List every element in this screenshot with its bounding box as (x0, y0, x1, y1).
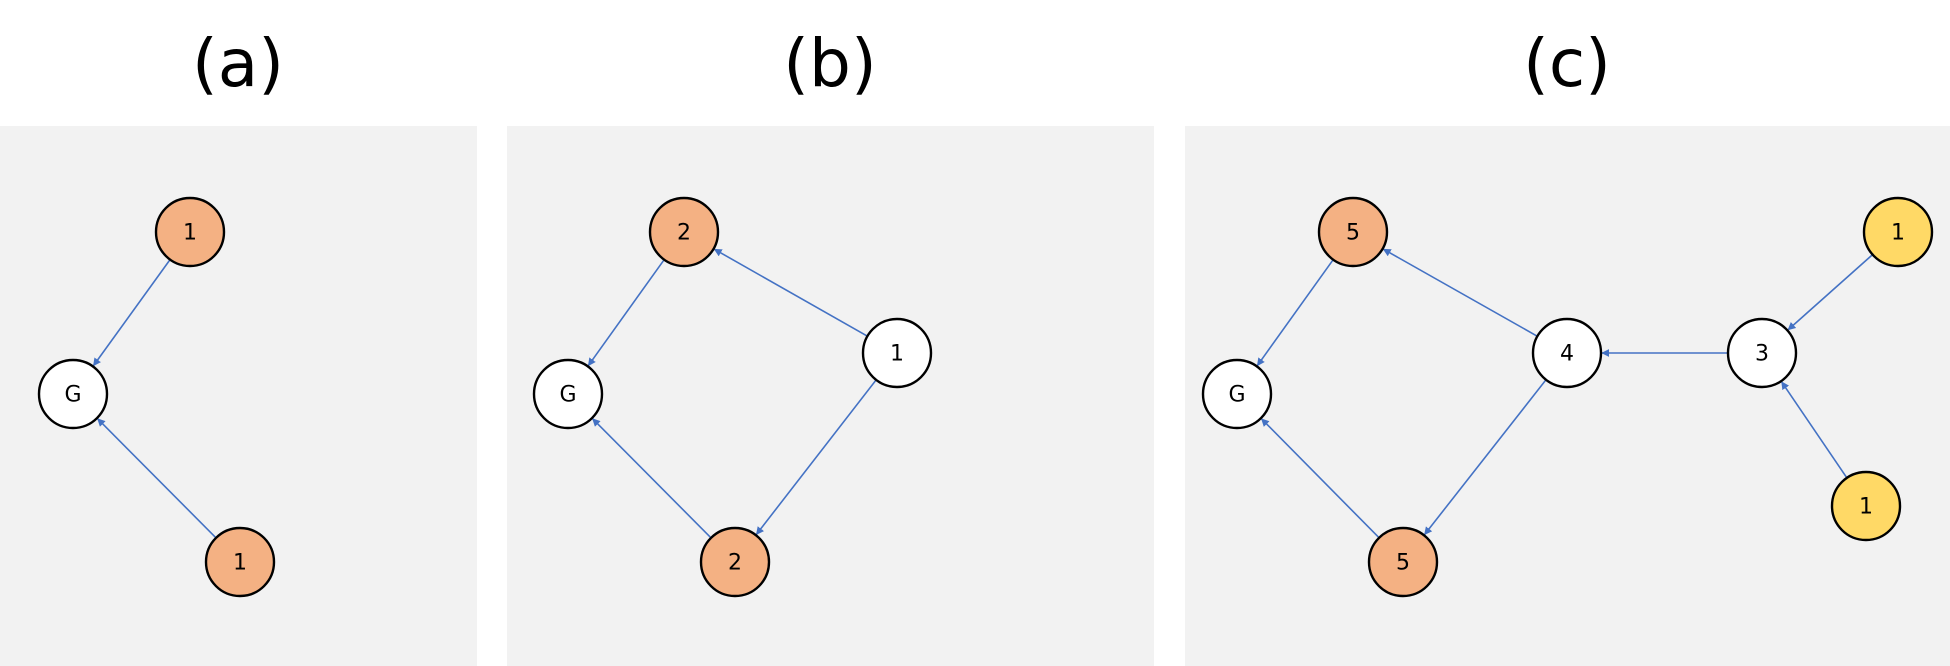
node-b_right: 1 (861, 317, 933, 389)
node-circle (1862, 196, 1934, 268)
edge-c_four-to-c_bottom (1423, 380, 1547, 536)
edge-b_right-to-b_top (713, 248, 867, 337)
node-c_g: G (1201, 358, 1273, 430)
node-c_y_bottom: 1 (1830, 470, 1902, 542)
edge-c_top-to-c_g (1256, 259, 1334, 367)
node-circle (154, 196, 226, 268)
node-b_top: 2 (648, 196, 720, 268)
node-label: 1 (183, 221, 197, 246)
node-circle (204, 526, 276, 598)
node-label: 5 (1346, 221, 1360, 246)
node-circle (37, 358, 109, 430)
panel-c-title: (c) (1523, 25, 1611, 102)
panel-b-background (507, 126, 1154, 666)
node-c_top: 5 (1317, 196, 1389, 268)
node-label: 1 (1859, 495, 1873, 520)
node-label: 3 (1755, 342, 1769, 367)
node-a_top: 1 (154, 196, 226, 268)
node-label: G (1228, 383, 1245, 408)
edge-c_y_bottom-to-c_three (1781, 381, 1847, 478)
node-circle (1201, 358, 1273, 430)
edge-a_top-to-a_g (92, 259, 171, 367)
node-b_g: G (532, 358, 604, 430)
node-c_y_top: 1 (1862, 196, 1934, 268)
node-c_three: 3 (1726, 317, 1798, 389)
edge-b_top-to-b_g (587, 259, 665, 367)
node-c_four: 4 (1531, 317, 1603, 389)
node-label: 1 (890, 342, 904, 367)
edge-c_four-to-c_top (1382, 248, 1537, 337)
edge-b_right-to-b_bottom (755, 380, 877, 535)
node-circle (1830, 470, 1902, 542)
node-circle (532, 358, 604, 430)
edge-c_bottom-to-c_g (1261, 418, 1379, 538)
panel-b-title: (b) (783, 25, 876, 102)
node-b_bottom: 2 (699, 526, 771, 598)
node-circle (1367, 526, 1439, 598)
edge-b_bottom-to-b_g (592, 418, 711, 538)
node-circle (699, 526, 771, 598)
node-circle (1726, 317, 1798, 389)
node-circle (1317, 196, 1389, 268)
node-circle (1531, 317, 1603, 389)
node-label: 2 (677, 221, 691, 246)
node-label: G (559, 383, 576, 408)
edge-a_bottom-to-a_g (97, 418, 216, 538)
node-label: 2 (728, 551, 742, 576)
edges-layer (92, 248, 1873, 538)
node-circle (861, 317, 933, 389)
node-label: G (64, 383, 81, 408)
panel-c-background (1185, 126, 1950, 666)
node-c_bottom: 5 (1367, 526, 1439, 598)
node-label: 1 (1891, 221, 1905, 246)
node-label: 5 (1396, 551, 1410, 576)
node-a_g: G (37, 358, 109, 430)
node-label: 1 (233, 551, 247, 576)
node-a_bottom: 1 (204, 526, 276, 598)
edge-c_y_top-to-c_three (1787, 254, 1873, 331)
node-circle (648, 196, 720, 268)
node-label: 4 (1560, 342, 1574, 367)
panel-a-title: (a) (192, 25, 284, 102)
